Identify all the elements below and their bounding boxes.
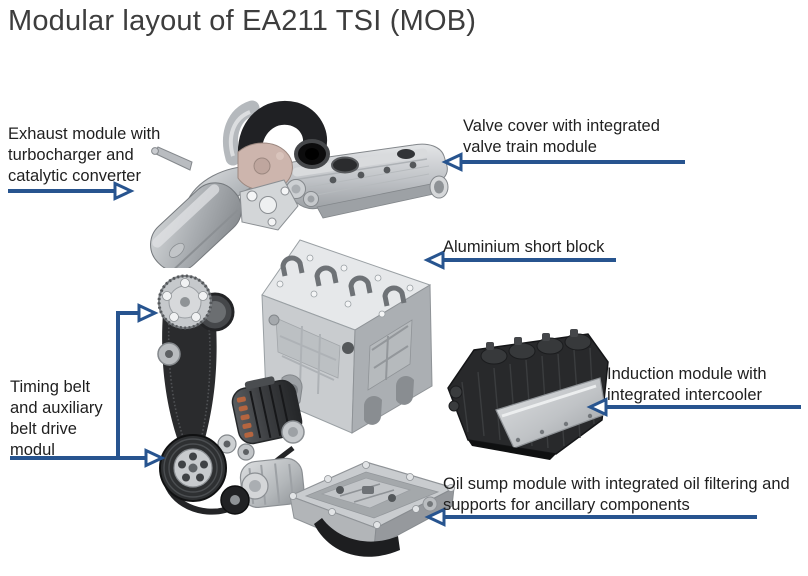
- arrow-valve-cover: [441, 152, 685, 172]
- timing-belt-illustration: [157, 274, 305, 515]
- label-oil-sump: Oil sump module with integrated oil filt…: [443, 475, 790, 514]
- label-timing-belt: Timing belt and auxiliary belt drive mod…: [10, 378, 103, 459]
- label-valve-cover: Valve cover with integrated valve train …: [463, 117, 660, 156]
- induction-module-illustration: [447, 329, 609, 460]
- label-induction-module: Induction module with integrated interco…: [607, 365, 767, 404]
- arrow-induction-module: [586, 397, 801, 417]
- oil-filler-cap: [331, 156, 359, 174]
- page-title: Modular layout of EA211 TSI (MOB): [8, 5, 477, 37]
- arrow-short-block: [423, 250, 616, 270]
- arrow-exhaust-module: [8, 181, 135, 201]
- intake-elbow: [237, 100, 327, 168]
- arrow-timing-belt-fork: [10, 303, 166, 468]
- oil-sump-illustration: [288, 461, 456, 557]
- catalytic-converter-body: [150, 182, 242, 268]
- label-exhaust-module: Exhaust module with turbocharger and cat…: [8, 125, 161, 185]
- exhaust-module-illustration: [150, 100, 330, 268]
- valve-cover-illustration: [280, 143, 449, 219]
- label-short-block: Aluminium short block: [443, 238, 605, 256]
- arrow-oil-sump: [424, 507, 757, 527]
- lower-sump: [314, 518, 400, 557]
